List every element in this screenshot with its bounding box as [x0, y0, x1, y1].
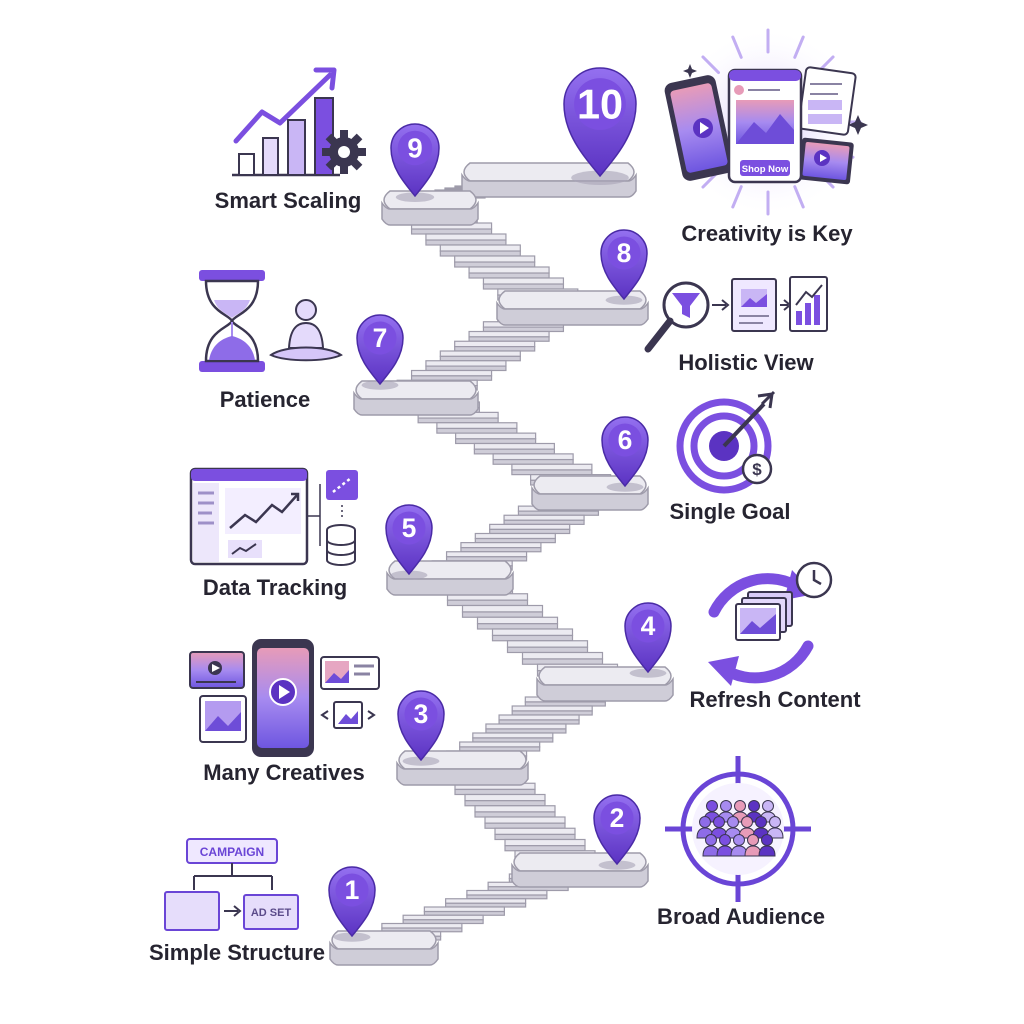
creative-phones-burst-icon: Shop Now: [664, 27, 868, 217]
step-5-label: Data Tracking: [202, 575, 348, 600]
stair-landing: [496, 290, 649, 326]
step-1-pin: 1: [328, 866, 376, 942]
shop-now-text: Shop Now: [742, 164, 789, 175]
refresh-cycle-icon: [708, 561, 833, 686]
step-6-label: Single Goal: [669, 499, 791, 524]
step-7-pin: 7: [356, 314, 404, 390]
stair-landing: [531, 475, 649, 511]
step-3-pin: 3: [397, 690, 445, 766]
step-number: 1: [345, 875, 360, 905]
ad-set-text: AD SET: [251, 907, 292, 919]
campaign-text: CAMPAIGN: [200, 845, 264, 859]
growth-chart-gear-icon: [232, 67, 366, 177]
step-number: 7: [373, 323, 388, 353]
step-9-label: Smart Scaling: [214, 188, 362, 213]
stair-landing: [536, 666, 674, 702]
step-4-pin: 4: [624, 602, 672, 678]
stair-flight: [431, 581, 619, 677]
stair-landing: [511, 852, 649, 888]
step-8-label: Holistic View: [678, 350, 814, 375]
creatives-collage-icon: [189, 639, 380, 757]
funnel-analytics-icon: [644, 276, 828, 353]
step-2-pin: 2: [593, 794, 641, 870]
step-10-label: Creativity is Key: [681, 221, 853, 246]
step-number: 9: [407, 133, 422, 164]
step-pins: 1 2 3 4 5 6 7 8 9 10: [328, 67, 672, 942]
step-9-pin: 9: [390, 123, 440, 202]
step-10-pin: 10: [563, 67, 637, 185]
step-8-pin: 8: [600, 229, 648, 305]
step-number: 5: [402, 513, 417, 543]
step-number: 2: [610, 803, 625, 833]
hierarchy-icon: CAMPAIGN AD SET: [164, 838, 299, 931]
step-1-label: Simple Structure: [148, 940, 326, 965]
hourglass-meditation-icon: [199, 270, 343, 372]
step-number: 10: [577, 81, 623, 127]
step-2-label: Broad Audience: [657, 904, 825, 929]
target-dollar-icon: $: [676, 390, 776, 494]
step-number: 3: [414, 699, 429, 729]
step-4-label: Refresh Content: [689, 687, 861, 712]
svg-text:$: $: [752, 460, 762, 479]
step-number: 8: [617, 238, 632, 268]
step-3-label: Many Creatives: [203, 760, 365, 785]
step-number: 4: [641, 611, 656, 641]
audience-target-icon: [665, 756, 811, 902]
staircase: [329, 162, 674, 966]
step-6-pin: 6: [601, 416, 649, 492]
dashboard-database-icon: [189, 467, 358, 566]
stair-landing: [396, 750, 529, 786]
step-7-label: Patience: [219, 387, 311, 412]
step-5-pin: 5: [385, 504, 433, 580]
step-number: 6: [618, 425, 633, 455]
